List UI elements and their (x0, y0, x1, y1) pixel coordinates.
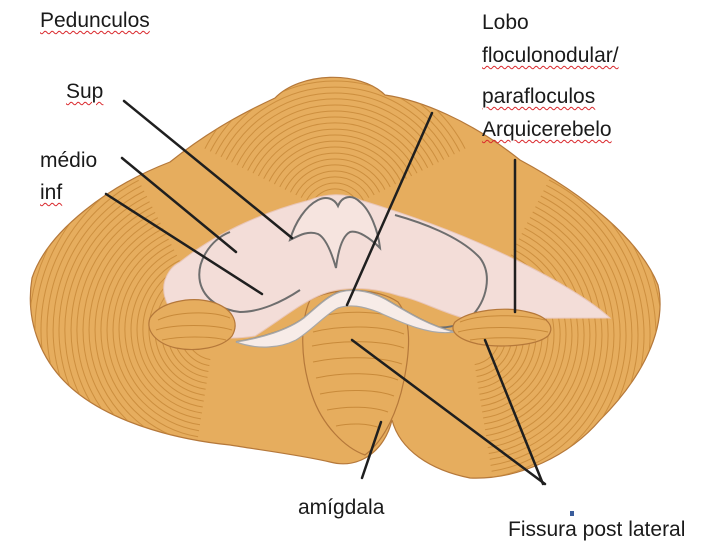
label-medio: médio (40, 148, 97, 173)
label-parafloculos: parafloculos (482, 84, 595, 109)
label-amigdala: amígdala (298, 495, 384, 520)
label-floculonodular: floculonodular/ (482, 43, 619, 68)
label-inf: inf (40, 180, 62, 205)
flocculus-left (149, 300, 235, 350)
label-fissura-post-lateral: Fissura post lateral (508, 517, 685, 542)
label-lobo: Lobo (482, 10, 529, 35)
label-sup: Sup (66, 79, 103, 104)
flocculus-right (453, 309, 551, 346)
cursor-marker (570, 511, 574, 516)
label-arquicerebelo: Arquicerebelo (482, 117, 612, 142)
label-pedunculos: Pedunculos (40, 8, 150, 33)
